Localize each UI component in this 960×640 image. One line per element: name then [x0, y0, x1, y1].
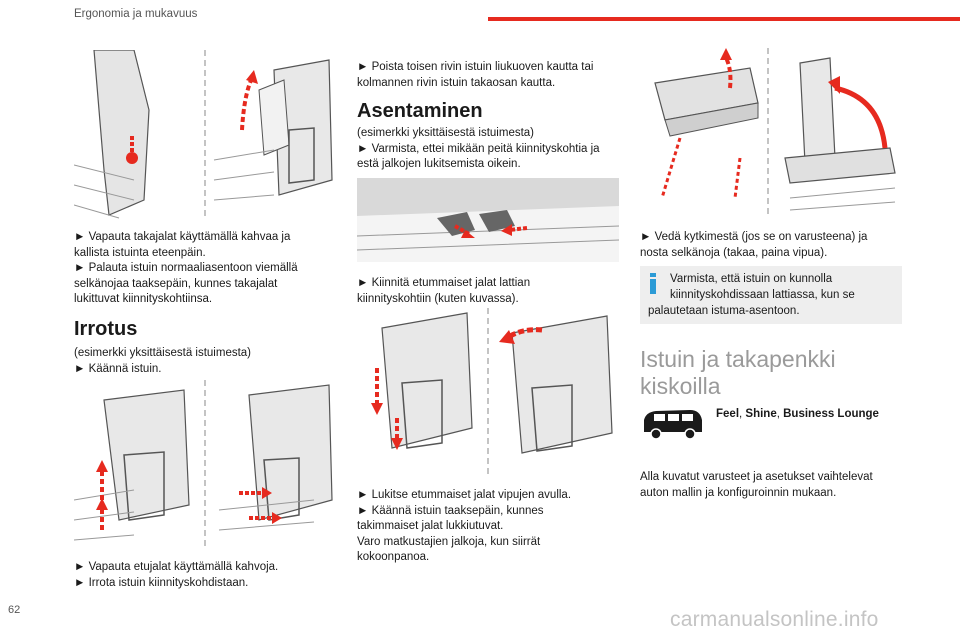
text-line: kokoonpanoa.: [357, 551, 430, 563]
text-lock-legs-step: ► Lukitse etummaiset jalat vipujen avull…: [357, 488, 571, 566]
text-line: estä jalkojen lukitsemista oikein.: [357, 158, 521, 170]
text-irrotus-intro: (esimerkki yksittäisestä istuimesta) ► K…: [74, 346, 251, 377]
figure-lock-front-legs: [357, 308, 619, 476]
info-note-text: Varmista, että istuin on kunnolla kiinni…: [670, 272, 898, 303]
text-line: ► Kiinnitä etummaiset jalat lattian: [357, 277, 531, 289]
text-line: Varo matkustajien jalkoja, kun siirrät: [357, 535, 541, 548]
text-line: ► Varmista, ettei mikään peitä kiinnitys…: [357, 142, 600, 155]
trim-levels: Feel, Shine, Business Lounge: [716, 408, 879, 420]
section-title: Ergonomia ja mukavuus: [74, 8, 198, 20]
text-line: Varmista, että istuin on kunnolla: [670, 273, 833, 285]
header-accent-bar: [488, 17, 960, 21]
text-line: ► Vedä kytkimestä (jos se on varusteena)…: [640, 231, 868, 243]
figure-backrest-lift: [640, 48, 902, 218]
text-line: kolmannen rivin istuin takaosan kautta.: [357, 76, 556, 89]
figure-seat-removal: [74, 380, 336, 550]
text-line: ► Poista toisen rivin istuin liukuoven k…: [357, 61, 594, 73]
info-note-text-end: palautetaan istuma-asentoon.: [648, 305, 800, 317]
trim-feel: Feel: [716, 408, 740, 420]
heading-asentaminen: Asentaminen: [357, 100, 483, 122]
text-line: ► Vapauta takajalat käyttämällä kahvaa j…: [74, 231, 291, 243]
text-line: nosta selkänoja (takaa, paina vipua).: [640, 246, 828, 259]
watermark: carmanualsonline.info: [670, 608, 879, 631]
text-line: ► Käännä istuin.: [74, 362, 162, 375]
text-line: (esimerkki yksittäisestä istuimesta): [357, 127, 535, 139]
heading-irrotus: Irrotus: [74, 318, 138, 340]
text-rear-legs-step: ► Vapauta takajalat käyttämällä kahvaa j…: [74, 230, 298, 308]
text-line: Istuin ja takapenkki: [640, 346, 836, 372]
text-lift-backrest: ► Vedä kytkimestä (jos se on varusteena)…: [640, 230, 867, 261]
text-line: kiinnityskohtiin (kuten kuvassa).: [357, 292, 519, 305]
text-equipment-note: Alla kuvatut varusteet ja asetukset vaih…: [640, 470, 873, 501]
text-line: ► Käännä istuin taaksepäin, kunnes: [357, 504, 544, 517]
text-line: kiinnityskohdissaan lattiassa, kun se: [670, 288, 855, 301]
text-line: kiskoilla: [640, 373, 721, 399]
text-line: ► Palauta istuin normaaliasentoon viemäl…: [74, 262, 298, 274]
trim-shine: Shine: [745, 408, 777, 420]
heading-seat-on-rails: Istuin ja takapenkki kiskoilla: [640, 346, 836, 400]
text-line: lukittuvat kiinnityskohtiinsa.: [74, 293, 213, 305]
text-line: takimmaiset jalat lukkiutuvat.: [357, 520, 504, 532]
van-icon: [640, 408, 706, 447]
text-line: Alla kuvatut varusteet ja asetukset vaih…: [640, 471, 873, 483]
text-line: kallista istuinta eteenpäin.: [74, 246, 206, 259]
text-line: ► Vapauta etujalat käyttämällä kahvoja.: [74, 561, 279, 573]
info-icon: [648, 273, 658, 294]
text-line: auton mallin ja konfiguroinnin mukaan.: [640, 486, 837, 499]
text-asentaminen-intro: (esimerkki yksittäisestä istuimesta) ► V…: [357, 126, 600, 173]
text-line: selkänojaa taaksepäin, kunnes takajalat: [74, 277, 278, 290]
text-remove-seat: ► Poista toisen rivin istuin liukuoven k…: [357, 60, 593, 91]
info-note: Varmista, että istuin on kunnolla kiinni…: [640, 266, 902, 324]
figure-floor-anchors: [357, 178, 619, 262]
figure-rear-legs-release: [74, 50, 336, 220]
trim-separator: ,: [739, 408, 746, 420]
trim-separator: ,: [776, 408, 784, 420]
text-attach-front-legs: ► Kiinnitä etummaiset jalat lattian kiin…: [357, 276, 530, 307]
text-line: (esimerkki yksittäisestä istuimesta): [74, 347, 252, 359]
text-line: ► Lukitse etummaiset jalat vipujen avull…: [357, 489, 572, 501]
text-front-legs-step: ► Vapauta etujalat käyttämällä kahvoja. …: [74, 560, 278, 591]
page-number: 62: [8, 604, 21, 616]
trim-business-lounge: Business Lounge: [783, 408, 879, 420]
text-line: ► Irrota istuin kiinnityskohdistaan.: [74, 576, 249, 589]
